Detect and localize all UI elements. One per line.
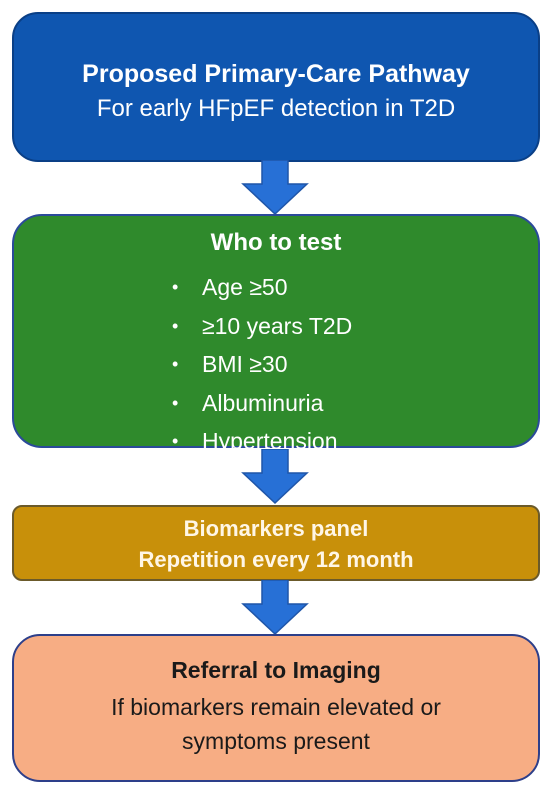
down-arrow-icon: [241, 580, 309, 636]
biomarkers-title: Biomarkers panel: [183, 516, 369, 541]
biomarkers-box: Biomarkers panel Repetition every 12 mon…: [12, 505, 540, 581]
pathway-box: Proposed Primary-Care Pathway For early …: [12, 12, 540, 162]
referral-title: Referral to Imaging: [171, 657, 381, 683]
referral-box: Referral to Imaging If biomarkers remain…: [12, 634, 540, 782]
bullet-icon: •: [172, 431, 179, 451]
pathway-title: Proposed Primary-Care Pathway: [82, 60, 470, 88]
criteria-item: • ≥10 years T2D: [172, 307, 352, 346]
down-arrow-icon: [241, 449, 309, 505]
criteria-item-label: BMI ≥30: [202, 351, 288, 377]
criteria-list: • Age ≥50 • ≥10 years T2D • BMI ≥30 • Albumi…: [172, 268, 352, 461]
who-to-test-title: Who to test: [210, 229, 342, 256]
criteria-item: • BMI ≥30: [172, 345, 352, 384]
down-arrow-icon: [241, 160, 309, 216]
referral-condition-line1: If biomarkers remain elevated or: [111, 694, 441, 720]
criteria-item: • Age ≥50: [172, 268, 352, 307]
bullet-icon: •: [172, 277, 179, 297]
criteria-item: • Albuminuria: [172, 384, 352, 423]
biomarkers-repetition: Repetition every 12 month: [138, 547, 414, 572]
referral-condition-line2: symptoms present: [182, 728, 370, 754]
bullet-icon: •: [172, 315, 179, 336]
bullet-icon: •: [172, 354, 179, 374]
criteria-item-label: Age ≥50: [202, 274, 288, 300]
who-to-test-box: Who to test • Age ≥50 • ≥10 years T2D • BMI…: [12, 214, 540, 454]
criteria-item-label: Albuminuria: [202, 389, 324, 416]
pathway-subtitle: For early HFpEF detection in T2D: [96, 95, 456, 122]
bullet-icon: •: [172, 392, 179, 413]
criteria-item-label: ≥10 years T2D: [202, 312, 353, 339]
